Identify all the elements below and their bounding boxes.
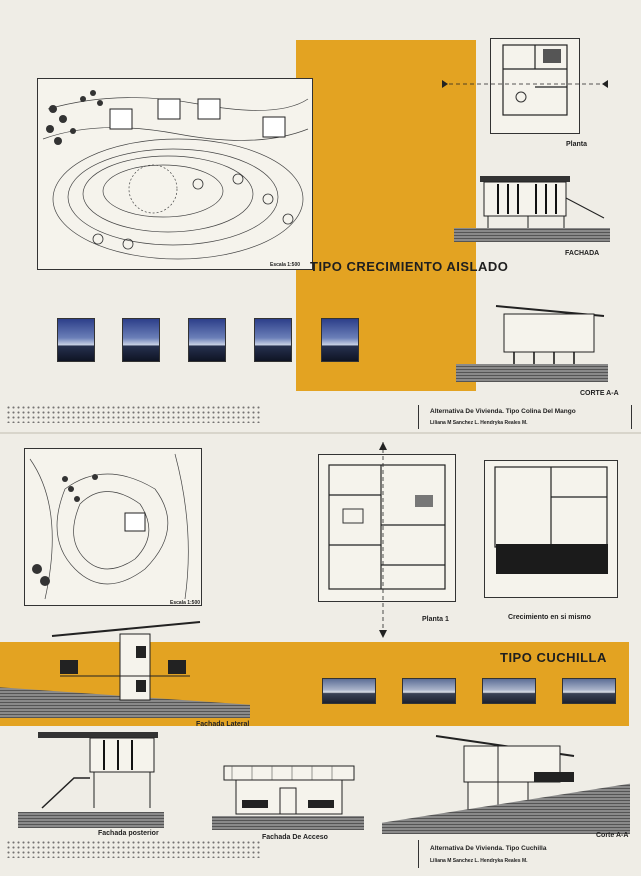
photo-thumbnail-9 xyxy=(562,678,616,704)
photo-thumbnail-2 xyxy=(122,318,160,362)
photo-thumbnail-6 xyxy=(322,678,376,704)
access-facade-drawing xyxy=(222,764,356,820)
floor-plan-label: Planta 1 xyxy=(422,616,449,623)
growth-dark-band xyxy=(496,544,608,574)
section-label-2: Corte A-A xyxy=(596,832,629,839)
growth-plan-drawing xyxy=(484,460,618,598)
caption-authors: Liliana M Sanchez L. Hendryka Reales M. xyxy=(430,420,528,426)
site-scale-label-2: Escala 1:500 xyxy=(170,600,201,606)
photo-thumbnail-1 xyxy=(57,318,95,362)
site-scale-label: Escala 1:500 xyxy=(270,262,301,268)
sheet1-title: TIPO CRECIMIENTO AISLADO xyxy=(310,259,509,274)
caption-box-2 xyxy=(418,840,631,868)
section-label: CORTE A-A xyxy=(580,390,619,397)
site-plan-drawing xyxy=(37,78,313,270)
braille-strip-2 xyxy=(6,840,262,858)
access-ground xyxy=(212,816,364,830)
sheet2-title: TIPO CUCHILLA xyxy=(500,650,607,665)
rear-ground xyxy=(18,812,164,828)
photo-thumbnail-4 xyxy=(254,318,292,362)
braille-strip xyxy=(6,405,262,423)
caption-box xyxy=(418,405,632,429)
lateral-label: Fachada Lateral xyxy=(196,721,250,728)
facade-label: FACHADA xyxy=(565,250,600,257)
photo-thumbnail-8 xyxy=(482,678,536,704)
photo-thumbnail-3 xyxy=(188,318,226,362)
site-plan-drawing-2 xyxy=(24,448,202,606)
facade-drawing xyxy=(478,168,608,248)
sheet-divider xyxy=(0,432,641,434)
plan-label: Planta xyxy=(566,141,588,148)
section-drawing xyxy=(490,296,610,380)
photo-thumbnail-7 xyxy=(402,678,456,704)
top-sheet: Escala 1:500 Planta xyxy=(0,0,641,432)
rear-facade-drawing xyxy=(34,728,164,814)
floor-plan-drawing xyxy=(318,454,456,602)
growth-label: Crecimiento en si mismo xyxy=(508,614,591,621)
facade-ground xyxy=(454,228,610,242)
section-ground xyxy=(456,364,608,382)
house-plan-drawing xyxy=(490,38,580,134)
lateral-facade-drawing xyxy=(50,620,210,720)
caption-authors-2: Liliana M Sanchez L. Hendryka Reales M. xyxy=(430,858,528,864)
rear-label: Fachada posterior xyxy=(98,830,159,837)
access-label: Fachada De Acceso xyxy=(262,834,328,841)
plan-axis-line xyxy=(442,80,608,88)
caption-title: Alternativa De Vivienda. Tipo Colina Del… xyxy=(430,408,576,415)
photo-thumbnail-5 xyxy=(321,318,359,362)
caption-title-2: Alternativa De Vivienda. Tipo Cuchilla xyxy=(430,845,547,852)
plan-axis-line-2 xyxy=(379,442,387,638)
bottom-sheet: Escala 1:500 Planta 1 Crecimiento en xyxy=(0,434,641,876)
